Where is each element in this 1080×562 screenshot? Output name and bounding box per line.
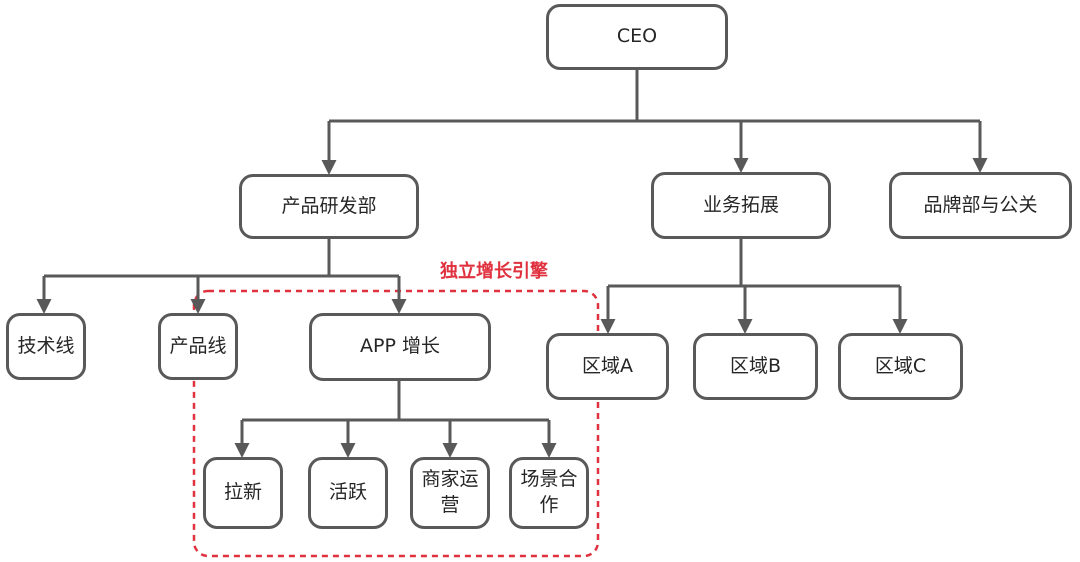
region-a-node[interactable]: 区域A: [546, 333, 669, 400]
scenario-coop-node[interactable]: 场景合作: [509, 457, 589, 529]
product-line-node[interactable]: 产品线: [158, 313, 238, 380]
tech-line-node[interactable]: 技术线: [6, 313, 86, 380]
business-dev-connectors: [600, 239, 908, 334]
region-c-node[interactable]: 区域C: [838, 333, 963, 400]
business-dev-node[interactable]: 业务拓展: [651, 172, 831, 239]
ceo-connectors: [321, 70, 988, 175]
activation-node[interactable]: 活跃: [308, 457, 388, 529]
product-rd-node[interactable]: 产品研发部: [239, 174, 419, 239]
merchant-ops-node[interactable]: 商家运营: [410, 457, 490, 529]
product-rd-connectors: [36, 239, 407, 314]
app-growth-connectors: [234, 381, 557, 458]
app-growth-node[interactable]: APP 增长: [309, 313, 491, 381]
growth-engine-label: 独立增长引擎: [440, 261, 548, 282]
brand-pr-node[interactable]: 品牌部与公关: [889, 172, 1072, 239]
region-b-node[interactable]: 区域B: [693, 333, 818, 400]
acquisition-node[interactable]: 拉新: [203, 457, 283, 529]
growth-engine-group-border: [192, 289, 600, 558]
ceo-node[interactable]: CEO: [546, 4, 728, 70]
